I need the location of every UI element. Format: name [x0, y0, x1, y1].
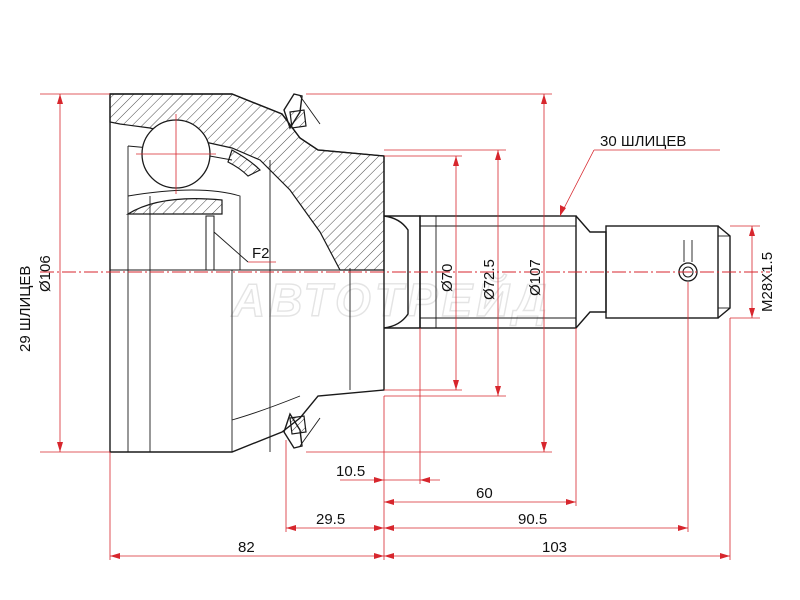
- ball: [136, 114, 216, 194]
- dim-29-5: 29.5: [316, 511, 345, 528]
- label-dia-106: Ø106: [37, 255, 54, 292]
- label-dia-70: Ø70: [439, 264, 456, 292]
- dim-10-5: 10.5: [336, 463, 365, 480]
- dim-60: 60: [476, 485, 493, 502]
- label-splines-outer: 30 ШЛИЦЕВ: [600, 133, 686, 150]
- boot-seal-top: [283, 93, 321, 130]
- label-dia-107: Ø107: [527, 259, 544, 296]
- label-f2: F2: [252, 245, 270, 262]
- bell-housing: [109, 93, 385, 453]
- label-splines-inner: 29 ШЛИЦЕВ: [17, 266, 34, 352]
- dim-90-5: 90.5: [518, 511, 547, 528]
- dimension-lines: [40, 93, 760, 560]
- dim-82: 82: [238, 539, 255, 556]
- boot-seal-bottom: [283, 412, 321, 449]
- label-thread: M28X1.5: [759, 252, 776, 312]
- label-dia-72-5: Ø72.5: [481, 259, 498, 300]
- dim-103: 103: [542, 539, 567, 556]
- f2-pin: [205, 215, 249, 271]
